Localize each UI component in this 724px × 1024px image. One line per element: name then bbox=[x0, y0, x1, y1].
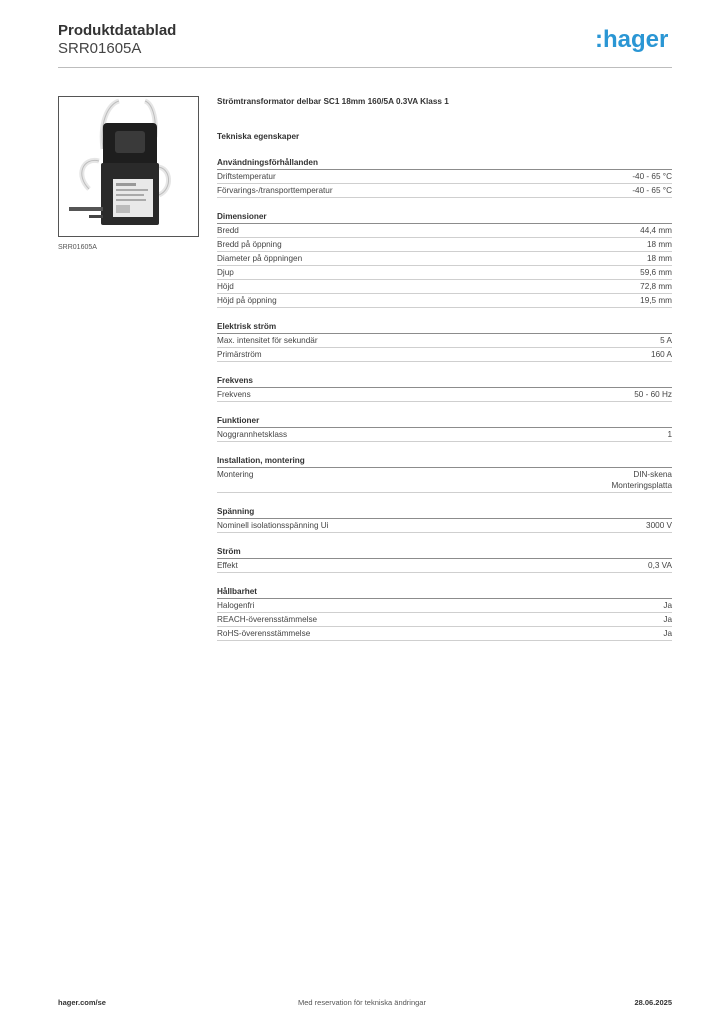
footer-note: Med reservation för tekniska ändringar bbox=[298, 998, 426, 1007]
spec-heading: Tekniska egenskaper bbox=[217, 132, 300, 141]
spec-row: Bredd 44,4 mm bbox=[217, 224, 672, 238]
spec-group-title: Spänning bbox=[217, 506, 672, 519]
spec-row: Halogenfri Ja bbox=[217, 599, 672, 613]
spec-label: Montering bbox=[217, 470, 254, 479]
spec-row: Driftstemperatur -40 - 65 °C bbox=[217, 170, 672, 184]
spec-value: 160 A bbox=[651, 350, 672, 359]
spec-content: Strömtransformator delbar SC1 18mm 160/5… bbox=[217, 96, 672, 654]
spec-row: Frekvens 50 - 60 Hz bbox=[217, 388, 672, 402]
spec-row: RoHS-överensstämmelse Ja bbox=[217, 627, 672, 641]
spec-label: Diameter på öppningen bbox=[217, 254, 303, 263]
spec-group-title: Ström bbox=[217, 546, 672, 559]
spec-value: 50 - 60 Hz bbox=[634, 390, 672, 399]
spec-row: Nominell isolationsspänning Ui 3000 V bbox=[217, 519, 672, 533]
spec-value: 5 A bbox=[660, 336, 672, 345]
spec-row: Förvarings-/transporttemperatur -40 - 65 … bbox=[217, 184, 672, 198]
spec-label: Frekvens bbox=[217, 390, 251, 399]
spec-label: Förvarings-/transporttemperatur bbox=[217, 186, 333, 195]
footer-date: 28.06.2025 bbox=[634, 998, 672, 1007]
spec-row: Höjd 72,8 mm bbox=[217, 280, 672, 294]
spec-row: Höjd på öppning 19,5 mm bbox=[217, 294, 672, 308]
document-title: Produktdatablad bbox=[58, 22, 177, 39]
spec-group-title: Hållbarhet bbox=[217, 586, 672, 599]
spec-group-title: Elektrisk ström bbox=[217, 321, 672, 334]
spec-label: Höjd bbox=[217, 282, 234, 291]
spec-value: 3000 V bbox=[646, 521, 672, 530]
spec-row: Djup 59,6 mm bbox=[217, 266, 672, 280]
spec-label: Driftstemperatur bbox=[217, 172, 276, 181]
footer-website: hager.com/se bbox=[58, 998, 106, 1007]
spec-row: Montering DIN-skena Monteringsplatta bbox=[217, 468, 672, 493]
spec-group-title: Dimensioner bbox=[217, 211, 672, 224]
product-image bbox=[58, 96, 199, 237]
spec-label: Höjd på öppning bbox=[217, 296, 277, 305]
hager-logo: :hager bbox=[595, 26, 668, 53]
product-description: Strömtransformator delbar SC1 18mm 160/5… bbox=[217, 97, 449, 106]
spec-value: Ja bbox=[663, 601, 672, 610]
spec-value: DIN-skena Monteringsplatta bbox=[611, 470, 672, 490]
spec-label: Effekt bbox=[217, 561, 238, 570]
spec-value: 44,4 mm bbox=[640, 226, 672, 235]
current-transformer-icon bbox=[69, 98, 171, 225]
spec-label: Djup bbox=[217, 268, 234, 277]
spec-value: 72,8 mm bbox=[640, 282, 672, 291]
spec-row: Bredd på öppning 18 mm bbox=[217, 238, 672, 252]
product-code: SRR01605A bbox=[58, 40, 142, 57]
spec-group-title: Frekvens bbox=[217, 375, 672, 388]
spec-value: 1 bbox=[667, 430, 672, 439]
spec-value: 18 mm bbox=[646, 240, 672, 249]
spec-value: 0,3 VA bbox=[648, 561, 672, 570]
spec-label: Bredd på öppning bbox=[217, 240, 282, 249]
image-caption: SRR01605A bbox=[58, 244, 97, 251]
spec-row: Primärström 160 A bbox=[217, 348, 672, 362]
spec-value: Ja bbox=[663, 615, 672, 624]
spec-label: Max. intensitet för sekundär bbox=[217, 336, 318, 345]
spec-label: Primärström bbox=[217, 350, 262, 359]
spec-value: -40 - 65 °C bbox=[632, 172, 672, 181]
spec-group-title: Funktioner bbox=[217, 415, 672, 428]
spec-label: Nominell isolationsspänning Ui bbox=[217, 521, 329, 530]
spec-value: -40 - 65 °C bbox=[632, 186, 672, 195]
spec-row: Effekt 0,3 VA bbox=[217, 559, 672, 573]
spec-value: 18 mm bbox=[646, 254, 672, 263]
spec-value: Ja bbox=[663, 629, 672, 638]
spec-row: Diameter på öppningen 18 mm bbox=[217, 252, 672, 266]
spec-label: Halogenfri bbox=[217, 601, 255, 610]
spec-row: Noggrannhetsklass 1 bbox=[217, 428, 672, 442]
spec-value: 59,6 mm bbox=[640, 268, 672, 277]
spec-label: REACH-överensstämmelse bbox=[217, 615, 318, 624]
spec-row: Max. intensitet för sekundär 5 A bbox=[217, 334, 672, 348]
spec-label: Bredd bbox=[217, 226, 239, 235]
header-divider bbox=[58, 67, 672, 68]
logo-text: :hager bbox=[595, 26, 668, 53]
spec-value: 19,5 mm bbox=[640, 296, 672, 305]
spec-row: REACH-överensstämmelse Ja bbox=[217, 613, 672, 627]
spec-label: RoHS-överensstämmelse bbox=[217, 629, 311, 638]
spec-label: Noggrannhetsklass bbox=[217, 430, 288, 439]
spec-group-title: Installation, montering bbox=[217, 455, 672, 468]
spec-group-title: Användningsförhållanden bbox=[217, 157, 672, 170]
